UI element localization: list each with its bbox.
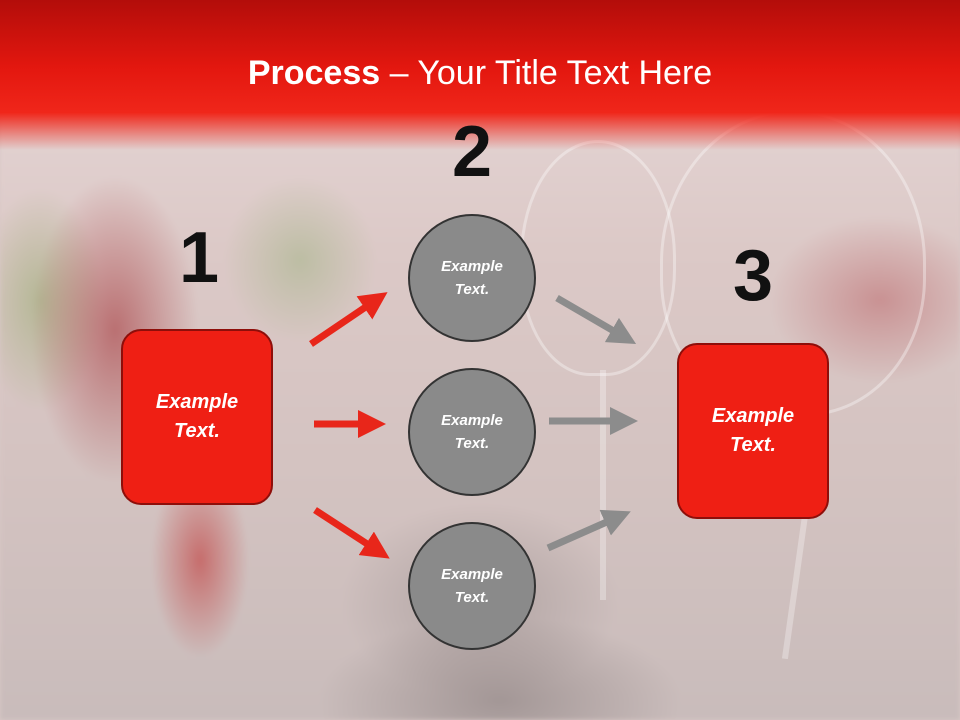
right-process-box: Example Text. [677,343,829,519]
gray-arrow-from-top [555,294,637,345]
circle-node-bottom: Example Text. [408,522,536,650]
red-arrow-to-top [309,292,388,347]
title-bold: Process [247,54,381,92]
circle-bottom-label: Example Text. [441,566,503,606]
left-process-box: Example Text. [121,329,273,505]
step-number-3: 3 [732,236,774,316]
step-number-2: 2 [451,112,493,192]
circle-top-label: Example Text. [441,258,503,298]
slide-title: Process – Your Title Text Here [0,54,960,93]
background-glass-stem [600,370,606,600]
right-box-label: Example Text. [711,405,795,456]
circle-node-middle: Example Text. [408,368,536,496]
title-rest: – Your Title Text Here [380,54,713,92]
step-number-1: 1 [178,218,220,298]
gray-arrow-from-bottom [546,509,631,552]
title-bar [0,0,960,150]
circle-node-top: Example Text. [408,214,536,342]
circle-middle-label: Example Text. [441,412,503,452]
red-arrow-to-bottom [313,507,390,559]
left-box-label: Example Text. [155,391,239,442]
